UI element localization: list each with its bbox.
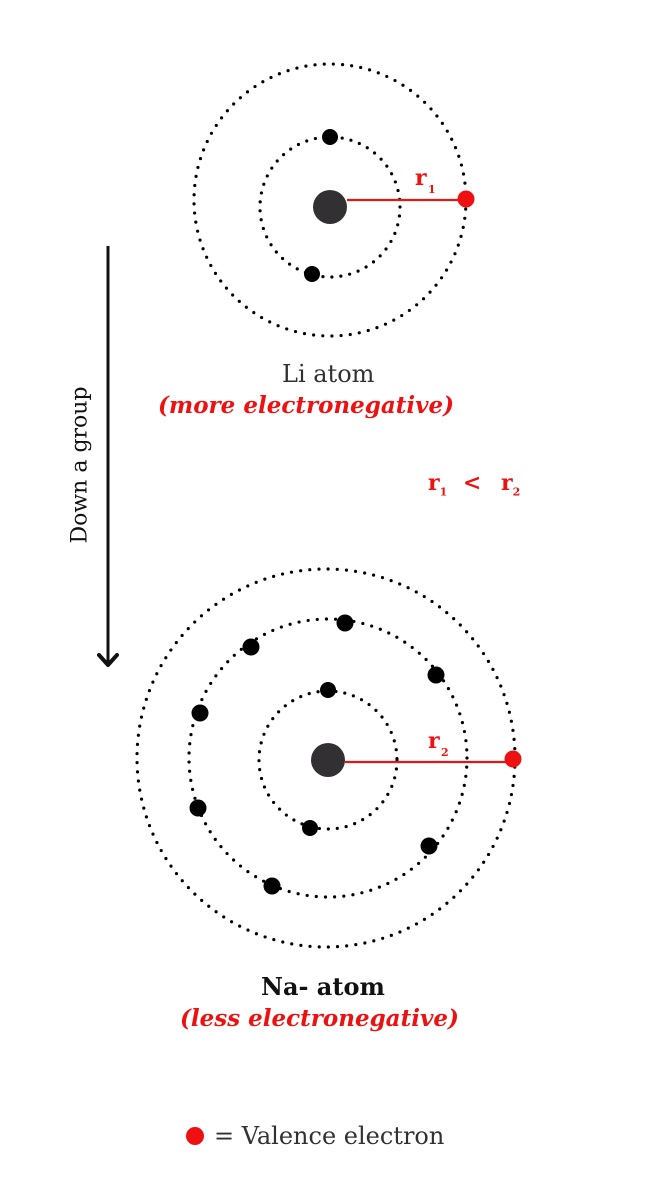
compare-right: r — [501, 470, 513, 496]
li-inner-electron — [304, 266, 320, 282]
na-middle-electron — [420, 837, 438, 855]
na-middle-electron — [263, 877, 281, 895]
na-atom-description: (less electronegative) — [180, 1005, 459, 1032]
na-middle-electron — [336, 614, 354, 632]
li-radius-sub: 1 — [428, 183, 436, 196]
na-radius-sub: 2 — [441, 746, 449, 759]
li-nucleus — [313, 190, 347, 224]
na-atom: r 2 — [135, 567, 522, 949]
li-inner-shell — [258, 135, 402, 279]
na-middle-electron — [189, 799, 207, 817]
na-middle-electron — [191, 704, 209, 722]
na-inner-electron — [320, 682, 336, 698]
valence-electron-icon — [186, 1127, 204, 1145]
na-nucleus — [311, 743, 345, 777]
down-arrow-head — [97, 653, 119, 667]
compare-left-sub: 1 — [439, 485, 448, 499]
li-radius-label: r — [415, 165, 427, 191]
na-middle-electron — [427, 666, 445, 684]
li-atom-name: Li atom — [282, 360, 375, 388]
na-middle-electron — [242, 638, 260, 656]
na-radius-label: r — [428, 728, 440, 754]
legend-text: = Valence electron — [214, 1122, 445, 1150]
legend: = Valence electron — [186, 1122, 444, 1150]
na-middle-shell — [187, 617, 469, 899]
li-inner-electron — [322, 129, 338, 145]
compare-left: r — [428, 470, 440, 496]
valence-electron — [457, 190, 475, 208]
down-a-group-label: Down a group — [67, 386, 93, 544]
li-atom: r 1 — [192, 62, 475, 338]
li-atom-description: (more electronegative) — [158, 392, 454, 419]
compare-operator: < — [462, 470, 482, 496]
compare-right-sub: 2 — [512, 485, 521, 499]
down-arrow — [97, 246, 119, 667]
na-inner-electron — [302, 820, 318, 836]
valence-electron — [504, 750, 522, 768]
na-atom-name: Na- atom — [261, 972, 385, 1001]
radius-comparison: r1 < r2 — [428, 470, 520, 498]
